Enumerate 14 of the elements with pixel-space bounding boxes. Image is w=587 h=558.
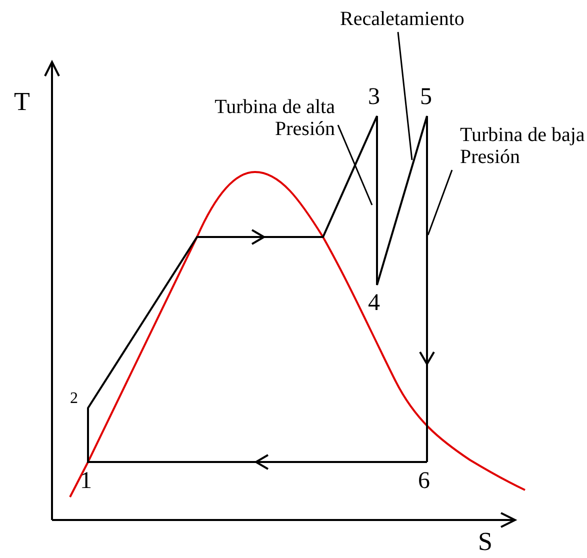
callout-text: Recaletamiento <box>340 8 510 30</box>
point-label: 5 <box>420 84 432 110</box>
leader-line <box>427 170 453 236</box>
point-label: 2 <box>70 390 78 408</box>
point-label: 1 <box>80 468 92 494</box>
axis-label: S <box>478 528 492 557</box>
callout-text: Turbina de baja Presión <box>460 124 585 168</box>
leader-line <box>397 32 413 160</box>
point-label: 3 <box>368 84 380 110</box>
point-label: 4 <box>368 290 380 316</box>
point-label: 6 <box>418 468 430 494</box>
leader-line <box>337 124 373 206</box>
callout-text: Turbina de alta Presión <box>210 96 335 140</box>
axis-label: T <box>14 88 30 117</box>
